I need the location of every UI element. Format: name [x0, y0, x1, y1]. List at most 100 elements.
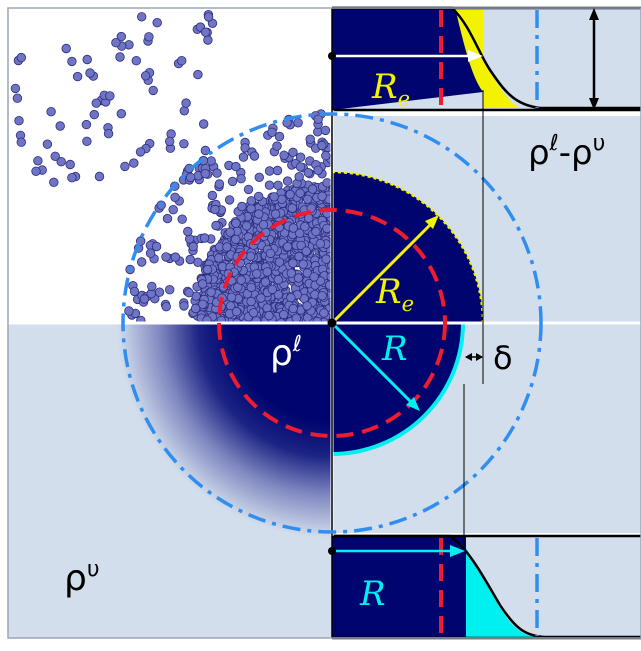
particle	[246, 196, 257, 206]
particle	[216, 315, 226, 323]
particle	[262, 267, 272, 277]
particle	[67, 56, 77, 67]
particle	[282, 176, 293, 186]
particle	[241, 221, 252, 231]
particle	[249, 151, 260, 161]
particle	[116, 108, 127, 119]
particle	[206, 287, 216, 297]
particle	[313, 114, 323, 125]
smooth-density-quadrant	[117, 323, 332, 538]
particle	[320, 125, 331, 136]
particle	[322, 223, 332, 234]
particle	[67, 172, 77, 183]
particle	[193, 69, 203, 80]
Re-radius-label: Re	[375, 272, 414, 316]
particle	[272, 165, 283, 176]
particle	[152, 18, 162, 28]
particle	[317, 291, 327, 301]
particle	[245, 251, 256, 261]
particle	[286, 293, 296, 303]
bottom-profile-origin-dot	[328, 547, 336, 555]
bottom-density-curve	[332, 534, 641, 639]
particle	[139, 294, 150, 304]
particle	[273, 180, 283, 191]
particle	[203, 12, 214, 22]
particle	[287, 203, 298, 213]
particle	[185, 172, 196, 183]
particle	[82, 136, 92, 147]
particle	[265, 248, 276, 259]
particle	[206, 156, 216, 166]
particle	[295, 188, 305, 198]
particle	[94, 171, 105, 182]
particle	[116, 31, 127, 42]
top-profile-excess-yellow-lower	[483, 58, 520, 108]
particle	[288, 147, 298, 158]
top-density-profile-panel	[332, 6, 641, 112]
R-radius-label: R	[381, 329, 408, 369]
particle	[91, 98, 102, 108]
bottom-profile-liquid-region	[332, 536, 466, 638]
particle	[111, 38, 121, 48]
particle	[273, 275, 284, 285]
particle	[243, 184, 254, 195]
particle	[10, 83, 21, 94]
particle	[258, 219, 269, 230]
particle	[211, 220, 221, 231]
particle	[322, 178, 332, 188]
particle	[129, 286, 140, 297]
particle	[177, 214, 187, 224]
particle	[170, 252, 181, 262]
particle	[183, 226, 193, 237]
bottom-profile-liquid-tail	[454, 536, 466, 556]
particle	[188, 241, 198, 252]
particle	[298, 259, 308, 269]
particle	[295, 152, 306, 162]
particle	[202, 264, 213, 275]
particle	[46, 106, 56, 117]
particle	[231, 306, 242, 317]
particle	[16, 52, 27, 63]
particle	[61, 43, 71, 54]
particle	[238, 152, 249, 162]
particle	[273, 290, 284, 300]
particle	[248, 308, 259, 318]
particle	[179, 139, 189, 149]
top-profile-origin-dot	[328, 52, 336, 60]
particle	[151, 241, 162, 252]
particle	[181, 98, 191, 108]
particle	[85, 68, 95, 78]
particle	[198, 299, 208, 310]
particle	[89, 109, 100, 120]
particle	[264, 166, 275, 176]
rho-vapor-label: ρυ	[64, 557, 100, 599]
top-profile-Re-label: Re	[371, 67, 410, 111]
Re-radius-arrow	[330, 220, 435, 325]
particle	[210, 204, 220, 215]
particle	[246, 282, 257, 293]
particle	[295, 162, 306, 172]
particle	[294, 228, 305, 239]
particle	[279, 150, 289, 161]
particle	[293, 273, 304, 283]
particle	[303, 194, 313, 205]
particle	[131, 56, 142, 66]
particle	[214, 179, 225, 189]
particle	[164, 285, 175, 295]
delta-arrowhead-left	[465, 353, 472, 361]
particle	[321, 150, 331, 161]
particle	[319, 308, 329, 318]
particle	[200, 27, 211, 37]
particle	[254, 172, 264, 183]
particle	[274, 257, 285, 267]
particle	[115, 52, 125, 62]
particle	[190, 303, 201, 314]
particle	[240, 143, 250, 153]
particle	[148, 85, 158, 96]
particle	[200, 168, 211, 179]
particle	[212, 168, 222, 178]
Re-radius-arrowhead	[425, 215, 439, 229]
particle	[179, 106, 190, 116]
particle	[224, 195, 235, 205]
particle	[33, 156, 43, 166]
